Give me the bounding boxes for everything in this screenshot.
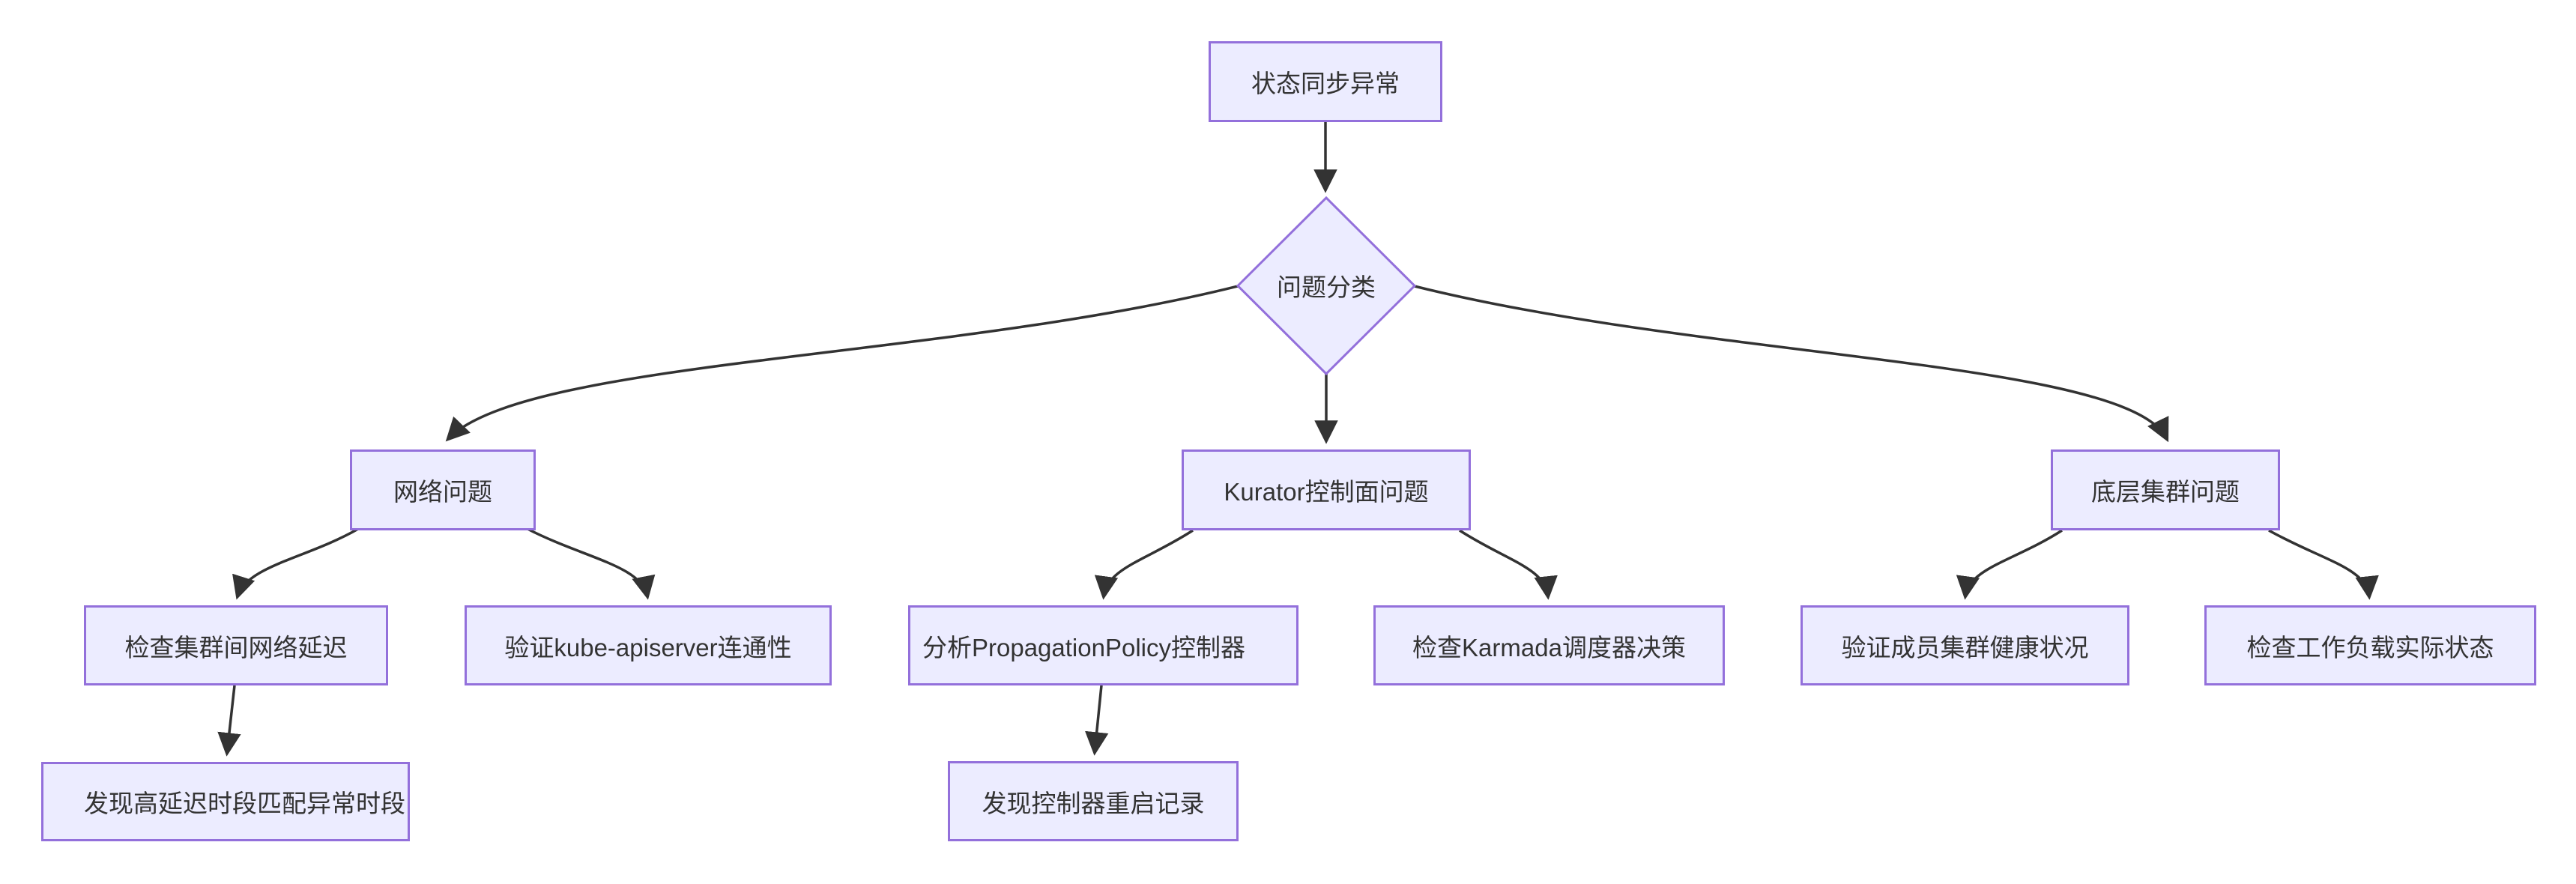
- node-karmada-label: 检查Karmada调度器决策: [1412, 633, 1686, 662]
- node-classify: 问题分类: [1251, 270, 1401, 301]
- node-propagation: 分析PropagationPolicy控制器: [908, 605, 1298, 685]
- node-highlatency-label: 发现高延迟时段匹配异常时段: [84, 790, 405, 817]
- node-kurator-label: Kurator控制面问题: [1224, 478, 1429, 506]
- node-member-label: 验证成员集群健康状况: [1841, 633, 2089, 662]
- node-workload-label: 检查工作负载实际状态: [2246, 633, 2494, 662]
- node-karmada: 检查Karmada调度器决策: [1373, 605, 1725, 685]
- edge-network-to-latency: [232, 527, 359, 600]
- node-apiserver-label: 验证kube-apiserver连通性: [504, 633, 792, 662]
- node-network-label: 网络问题: [393, 478, 492, 506]
- edge-classify-to-cluster: [1414, 285, 2169, 443]
- edge-kurator-to-karmada: [1459, 529, 1558, 600]
- node-apiserver: 验证kube-apiserver连通性: [465, 605, 832, 685]
- node-root: 状态同步异常: [1209, 41, 1442, 122]
- node-member: 验证成员集群健康状况: [1801, 605, 2129, 685]
- node-kurator: Kurator控制面问题: [1182, 449, 1471, 530]
- node-restart: 发现控制器重启记录: [948, 761, 1239, 841]
- edge-latency-to-highlatency: [217, 685, 241, 757]
- node-highlatency: 发现高延迟时段匹配异常时段: [41, 762, 410, 841]
- node-network: 网络问题: [350, 449, 536, 530]
- edge-kurator-to-propagation: [1094, 529, 1194, 600]
- node-cluster-label: 底层集群问题: [2091, 478, 2240, 506]
- node-restart-label: 发现控制器重启记录: [982, 789, 1205, 817]
- edge-cluster-to-workload: [2268, 529, 2379, 600]
- edge-propagation-to-restart: [1085, 685, 1109, 756]
- node-cluster: 底层集群问题: [2051, 449, 2280, 530]
- node-classify-label: 问题分类: [1277, 273, 1376, 301]
- edge-network-to-apiserver: [527, 527, 656, 600]
- node-root-label: 状态同步异常: [1251, 70, 1400, 97]
- classify-diamond-shape: [1236, 196, 1417, 376]
- edge-classify-to-network: [445, 285, 1239, 442]
- node-latency: 检查集群间网络延迟: [84, 605, 388, 685]
- node-latency-label: 检查集群间网络延迟: [124, 633, 348, 662]
- node-propagation-label: 分析PropagationPolicy控制器: [922, 633, 1245, 662]
- edge-cluster-to-member: [1956, 529, 2063, 600]
- node-workload: 检查工作负载实际状态: [2204, 605, 2536, 685]
